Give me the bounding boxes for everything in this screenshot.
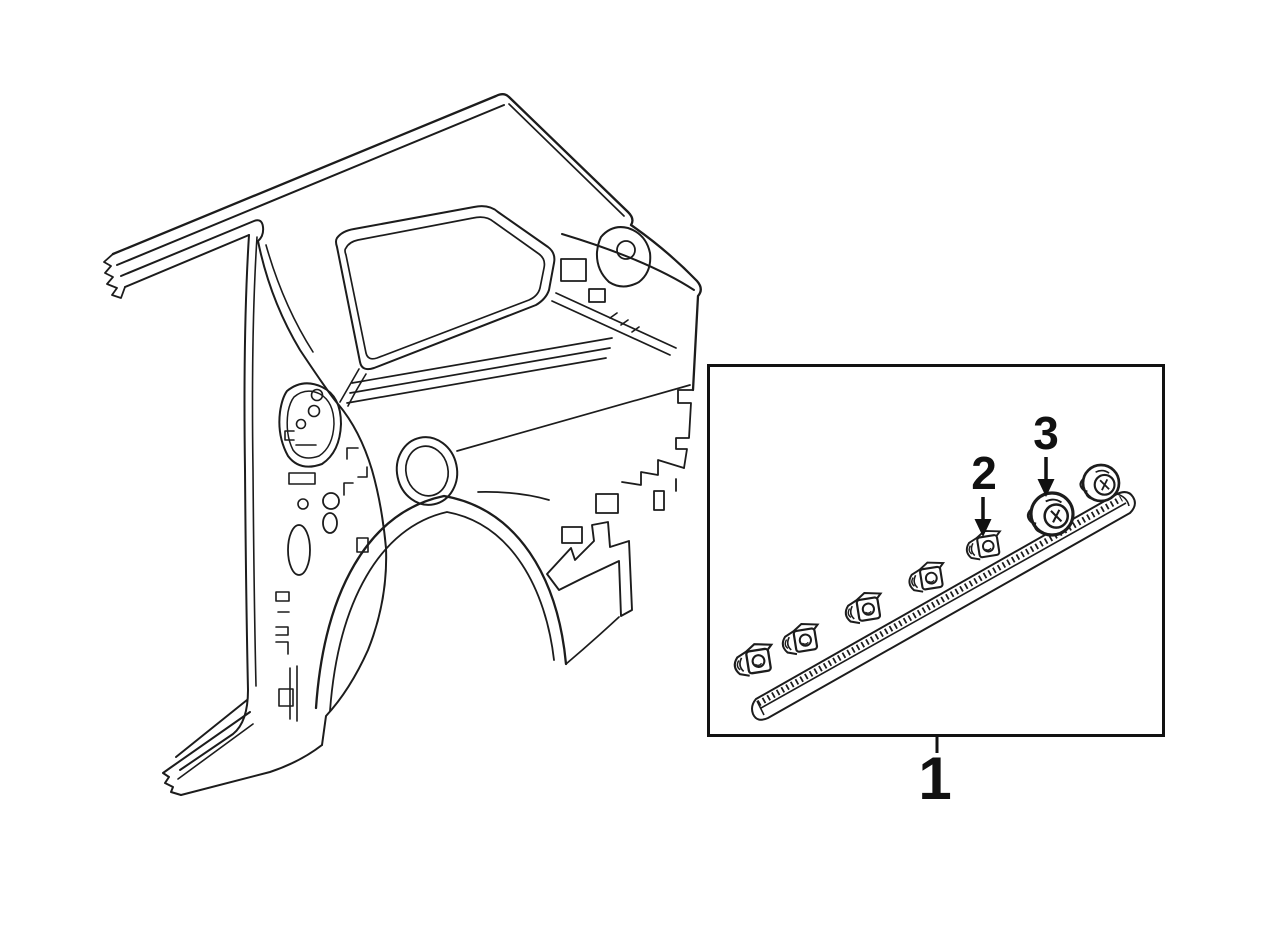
molding-detail-box [707,364,1165,737]
callout-3-arrow [1037,457,1055,497]
quarter-panel-illustration [103,93,702,796]
molding-strip [751,491,1136,721]
callout-3-label[interactable]: 3 [1033,407,1059,459]
callouts: 2 3 1 [918,407,1058,812]
callout-2-label[interactable]: 2 [971,447,997,499]
detail-box-border [707,364,1165,737]
callout-1-label[interactable]: 1 [918,745,951,812]
callout-2-arrow [974,497,992,537]
